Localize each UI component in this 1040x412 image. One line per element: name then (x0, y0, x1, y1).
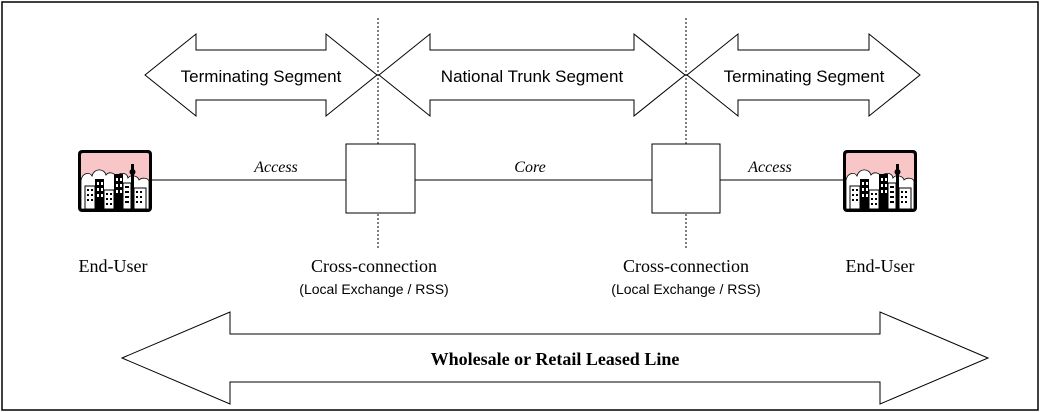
left-access-label: Access (253, 159, 298, 176)
right-terminating-arrow (686, 32, 921, 118)
leased-line-arrow (120, 311, 990, 405)
right-end-user-label: End-User (846, 256, 915, 276)
right-cross-connection-title: Cross-connection (623, 256, 749, 276)
right-cross-connection-subtitle: (Local Exchange / RSS) (611, 281, 760, 297)
left-city-skyline-icon (77, 149, 153, 213)
national-trunk-label: National Trunk Segment (441, 67, 624, 86)
right-terminating-label: Terminating Segment (724, 67, 885, 86)
leased-line-label: Wholesale or Retail Leased Line (431, 349, 680, 369)
right-city-skyline-icon (842, 149, 918, 213)
right-access-label: Access (747, 159, 792, 176)
right-cross-connection-box (651, 143, 721, 214)
left-end-user-label: End-User (79, 256, 148, 276)
left-terminating-arrow (144, 32, 378, 118)
core-label: Core (514, 159, 545, 176)
left-cross-connection-box (345, 143, 416, 214)
national-trunk-arrow (378, 32, 686, 118)
left-cross-connection-title: Cross-connection (311, 256, 437, 276)
left-terminating-label: Terminating Segment (181, 67, 342, 86)
left-cross-connection-subtitle: (Local Exchange / RSS) (299, 281, 448, 297)
